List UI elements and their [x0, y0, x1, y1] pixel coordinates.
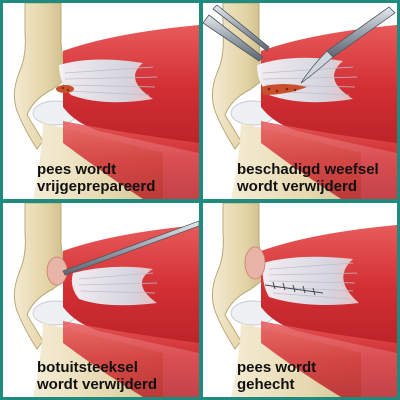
forearm-bone: [33, 321, 199, 397]
tendon: [59, 59, 158, 103]
elbow-illustration: [203, 3, 397, 199]
caption-line: wordt verwijderd: [37, 376, 158, 393]
caption-line: beschadigd weefsel: [237, 161, 379, 178]
caption-line: vrijgeprepareerd: [37, 178, 156, 195]
step-caption: pees wordt gehecht: [237, 359, 316, 393]
panel-tendon-exposed: pees wordt vrijgeprepareerd: [3, 3, 199, 199]
caption-line: botuitsteeksel: [37, 359, 138, 376]
step-caption: beschadigd weefsel wordt verwijderd: [237, 161, 379, 195]
caption-line: pees wordt: [37, 161, 117, 178]
caption-line: gehecht: [237, 376, 295, 393]
tendon: [71, 266, 158, 306]
elbow-illustration: [13, 203, 199, 397]
exposed-tendon-origin: [56, 85, 74, 93]
damaged-tissue: [261, 84, 307, 95]
step-caption: botuitsteeksel wordt verwijderd: [37, 359, 157, 393]
forceps: [203, 4, 270, 62]
forearm-bone: [231, 321, 397, 397]
scalpel: [300, 6, 396, 84]
forearm-bone: [33, 121, 199, 199]
rasp-instrument: [62, 220, 199, 276]
suture-line: [264, 281, 324, 296]
tendon: [262, 256, 359, 305]
step-caption: pees wordt vrijgeprepareerd: [37, 161, 155, 195]
caption-line: pees wordt: [237, 359, 317, 376]
caption-line: wordt verwijderd: [237, 178, 358, 195]
elbow-illustration: [211, 203, 397, 397]
panel-bone-spur-removed: botuitsteeksel wordt verwijderd: [3, 203, 199, 397]
bone-surface: [244, 246, 266, 280]
elbow-illustration: [13, 3, 199, 199]
panel-tendon-sutured: pees wordt gehecht: [203, 203, 397, 397]
forearm-bone: [231, 121, 397, 199]
panel-tissue-removed: beschadigd weefsel wordt verwijderd: [203, 3, 397, 199]
